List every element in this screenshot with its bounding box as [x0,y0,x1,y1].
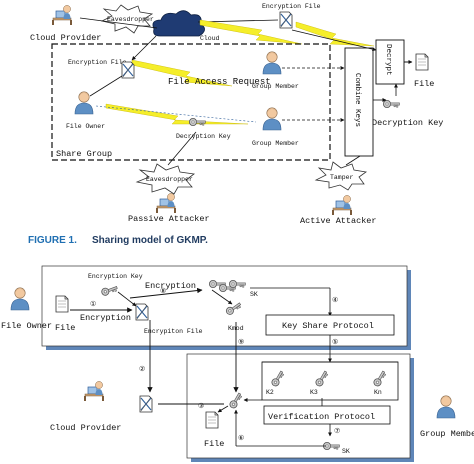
bolt-file-to-decrypt [295,21,375,47]
file-owner-top-icon [74,91,94,115]
share-group-box [51,43,331,161]
file-output-bottom-icon [205,411,219,429]
cloud-provider-bottom-label: Cloud Provider [50,423,121,433]
step-5-marker: ⑤ [332,338,338,347]
combine-keys-box [344,47,374,157]
encryption-lower-label: Encryption [80,313,131,323]
file-source-icon [55,295,69,313]
passive-attacker-label: Passive Attacker [128,214,210,224]
cloud-to-owner-file-arrow [131,35,157,61]
step-7-marker: ⑦ [334,427,340,436]
step-3-marker: ③ [198,402,204,411]
encryption-key-label: Encryption Key [88,273,143,280]
decrypt-label: Decrypt [384,44,392,76]
step-8-marker: ⑧ [160,287,166,296]
encryption-file-left-label: Encryption File [68,59,127,66]
cloud-encrypted-file-icon [139,395,153,413]
cloud-icon [152,10,205,37]
figure-caption: FIGURE 1. Sharing model of GKMP. [28,235,208,246]
encfile-to-decrypt-arrow [291,29,377,52]
verification-protocol-label: Verification Protocol [268,412,375,422]
eavesdropper-bottom-burst [135,163,196,195]
file-owner-top-label: File Owner [66,123,105,130]
group-member-1-icon [262,51,282,75]
cloud-provider-label: Cloud Provider [30,33,101,43]
key-to-eavesdropper-link [167,131,197,166]
sk-bottom-label: SK [342,448,350,455]
decryption-key-right-label: Decryption Key [372,118,443,128]
step-1-marker: ① [90,300,96,309]
eavesdropper-bottom-label: Eavesdropper [146,176,193,183]
group-member-bottom-label: Group Member [420,429,474,439]
kn-label: Kn [374,389,382,396]
group-member-bottom-icon [436,395,456,419]
caption-text: Sharing model of GKMP. [92,235,208,246]
cloud-provider-bottom-desk-icon [83,380,105,402]
encryption-upper-label: Encryption [145,281,196,291]
active-attacker-desk-icon [331,194,353,216]
step-6-marker: ⑥ [238,434,244,443]
cloud-label: Cloud [200,35,220,42]
file-output-bottom-label: File [204,439,224,449]
group-member-2-icon [262,107,282,131]
encryption-file-left-icon [121,61,135,79]
decryption-key-mid-icon [188,118,206,126]
verification-protocol-box [263,405,391,425]
owner-to-encfile-link [89,75,123,97]
step-9-marker: ⑨ [238,338,244,347]
share-group-label: Share Group [56,149,112,159]
top-diagram: Cloud Provider Eavesdropper Cloud Encryp… [30,3,443,226]
encrypted-file-label: Encrypiton File [144,328,203,335]
tamper-label: Tamper [330,174,354,181]
decrypt-to-file-bottom-arrow [217,405,229,413]
tamper-burst [314,161,368,191]
file-owner-bottom-label: File Owner [1,321,52,331]
k3-label: K3 [310,389,318,396]
k2-label: K2 [266,389,274,396]
eavesdropper-top-label: Eavesdropper [107,16,154,23]
encrypted-file-icon [135,303,149,321]
key-to-encrypted-arrow [117,291,137,307]
decryption-key-right-icon [382,100,400,108]
step-4-marker: ④ [332,296,338,305]
caption-number: FIGURE 1. [28,235,77,246]
decryption-key-mid-label: Decryption Key [176,133,231,140]
sk-to-kmod-arrow [211,289,233,305]
encryption-file-top-icon [279,11,293,29]
bolt-decryption-key [105,103,249,125]
file-source-label: File [55,323,75,333]
cloud-provider-desk-icon [51,4,73,26]
bolt-cloud-to-member [199,19,303,45]
file-owner-bottom-icon [10,287,30,311]
file-output-top-icon [415,53,429,71]
encrypt-to-sk-arrow [129,287,203,299]
group-member-2-label: Group Member [252,140,299,147]
key-share-protocol-label: Key Share Protocol [282,321,374,331]
encryption-file-top-label: Encryption File [262,3,321,10]
bottom-diagram: File Owner Encryption Key File ① Encrypt… [1,265,474,462]
step-2-marker: ② [139,365,145,374]
owner-to-key-link [95,105,257,123]
active-attacker-label: Active Attacker [300,216,377,226]
file-access-request-label: File Access Request [168,77,271,87]
sk-top-label: SK [250,291,258,298]
passive-attacker-desk-icon [155,192,177,214]
provider-cloud-link [79,17,158,29]
bolt-file-access [131,59,233,87]
combine-keys-label: Combine Keys [353,73,361,127]
group-member-1-label: Group Member [252,83,299,90]
combine-to-tamper-link [345,155,361,166]
file-output-top-label: File [414,79,434,89]
